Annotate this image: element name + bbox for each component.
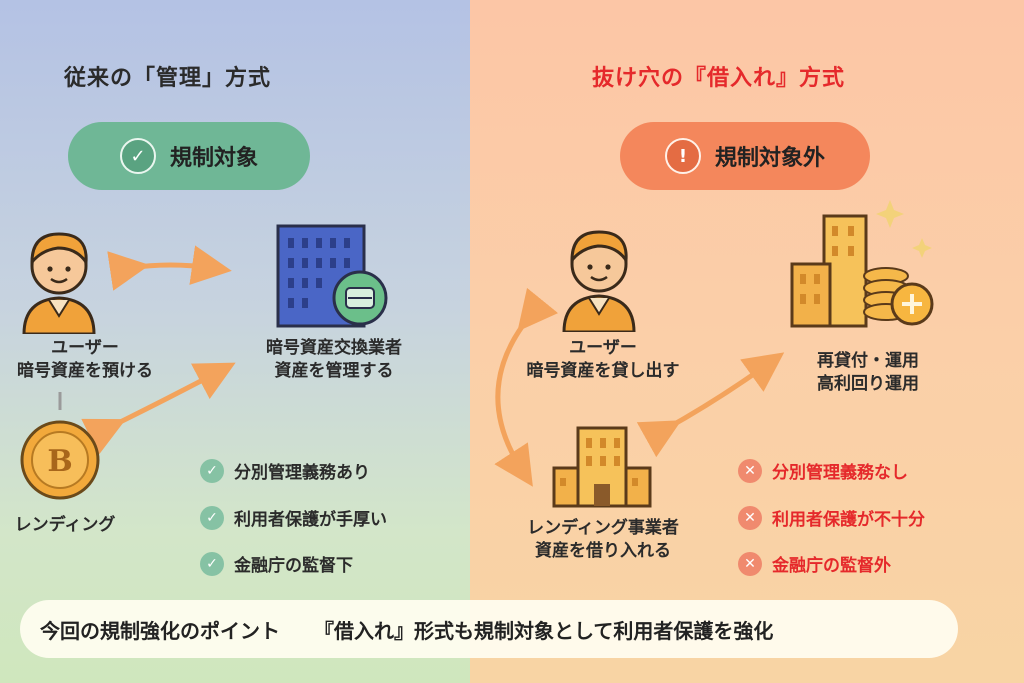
left-user-name: ユーザー <box>51 338 119 358</box>
regulated-badge-label: 規制対象 <box>169 146 258 171</box>
left-point-1-text: 分別管理義務あり <box>234 463 370 483</box>
left-user-action: 暗号資産を預ける <box>17 360 153 381</box>
left-title: 従来の「管理」方式 <box>64 66 272 91</box>
lending-exchange-arrow <box>81 362 236 455</box>
right-point-2-text: 利用者保護が不十分 <box>772 510 925 530</box>
right-point-1: ✕ 分別管理義務なし <box>738 458 908 483</box>
check-icon: ✓ <box>200 505 224 530</box>
user-avatar-icon <box>562 230 636 332</box>
banner-point-text: 『借入れ』形式も規制対象として利用者保護を強化 <box>314 618 774 643</box>
cross-icon: ✕ <box>738 505 762 530</box>
reuse-buildings-coins-icon <box>790 214 934 328</box>
left-user-label: ユーザー 暗号資産を預ける <box>0 337 170 383</box>
check-circle-icon: ✓ <box>119 138 156 174</box>
business-name: レンディング事業者 <box>527 518 679 538</box>
cross-icon: ✕ <box>738 458 762 483</box>
left-point-3: ✓ 金融庁の監督下 <box>200 551 353 576</box>
left-point-2-text: 利用者保護が手厚い <box>234 510 387 530</box>
sparkle-icon <box>876 200 904 228</box>
right-title: 抜け穴の『借入れ』方式 <box>592 66 846 91</box>
user-business-arrow <box>494 287 559 487</box>
right-user-label: ユーザー 暗号資産を貸し出す <box>505 337 701 383</box>
exchange-building-icon <box>276 224 388 328</box>
user-exchange-arrow <box>107 245 232 291</box>
cross-icon: ✕ <box>738 551 762 576</box>
left-point-1: ✓ 分別管理義務あり <box>200 458 370 483</box>
left-point-2: ✓ 利用者保護が手厚い <box>200 505 387 530</box>
right-user-action: 暗号資産を貸し出す <box>526 360 680 381</box>
right-user-name: ユーザー <box>569 338 637 358</box>
left-panel <box>0 0 470 683</box>
reuse-line-1: 再貸付・運用 <box>817 351 919 371</box>
reuse-label: 再貸付・運用 高利回り運用 <box>786 350 950 396</box>
right-point-3: ✕ 金融庁の監督外 <box>738 551 891 576</box>
right-point-3-text: 金融庁の監督外 <box>772 556 891 576</box>
business-action: 資産を借り入れる <box>535 540 671 561</box>
check-icon: ✓ <box>200 458 224 483</box>
regulation-point-banner: 今回の規制強化のポイント 『借入れ』形式も規制対象として利用者保護を強化 <box>20 600 958 658</box>
reuse-line-2: 高利回り運用 <box>817 373 919 394</box>
right-point-1-text: 分別管理義務なし <box>772 463 908 483</box>
exchange-action: 資産を管理する <box>274 360 394 381</box>
exchange-label: 暗号資産交換業者 資産を管理する <box>236 337 432 383</box>
lending-label: レンディング <box>14 515 116 535</box>
business-reuse-arrow <box>636 352 785 458</box>
check-icon: ✓ <box>200 551 224 576</box>
right-point-2: ✕ 利用者保護が不十分 <box>738 505 925 530</box>
business-label: レンディング事業者 資産を借り入れる <box>505 517 701 563</box>
coin-letter: B <box>47 444 72 479</box>
exchange-name: 暗号資産交換業者 <box>266 338 402 358</box>
user-avatar-icon <box>22 232 96 334</box>
bitcoin-coin-icon: B <box>20 420 100 500</box>
unregulated-badge: ! 規制対象外 <box>620 122 870 190</box>
regulated-badge: ✓ 規制対象 <box>68 122 310 190</box>
exclamation-circle-icon: ! <box>664 138 701 174</box>
unregulated-badge-label: 規制対象外 <box>714 146 825 171</box>
sparkle-icon <box>912 238 932 258</box>
banner-point-label: 今回の規制強化のポイント <box>40 618 280 643</box>
lending-business-building-icon <box>552 426 652 508</box>
left-point-3-text: 金融庁の監督下 <box>234 556 353 576</box>
